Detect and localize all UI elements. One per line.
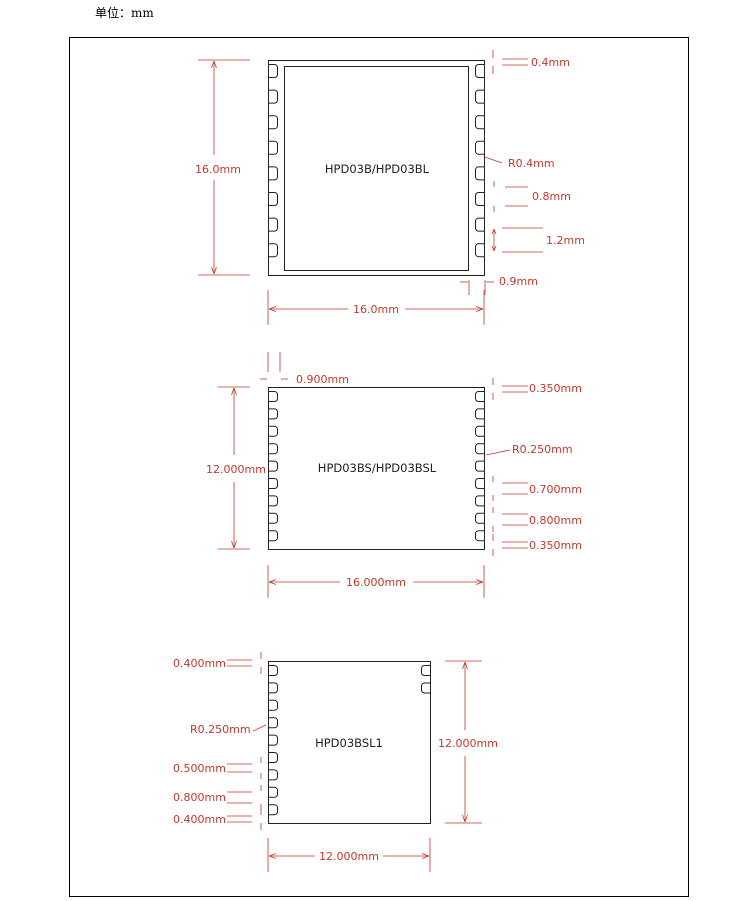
module-2-pad-length-label: 0.700mm (529, 483, 582, 496)
module-3-pad-length-label: 0.500mm (173, 762, 226, 775)
pad (268, 391, 278, 402)
pad (268, 804, 278, 816)
pad (475, 425, 485, 437)
pad (475, 495, 485, 507)
pad (475, 478, 485, 489)
module-2-pads (268, 391, 485, 542)
pad (475, 512, 485, 524)
pad (268, 243, 278, 258)
module-2-outline (268, 387, 485, 550)
pad (268, 665, 278, 676)
pad (268, 140, 278, 155)
pad (475, 530, 485, 542)
module-3-top-offset-label: 0.400mm (173, 657, 226, 670)
pad (268, 192, 278, 206)
module-1-footprint (268, 60, 485, 276)
module-2-radius-label: R0.250mm (512, 443, 573, 456)
module-1-dimensions (198, 50, 543, 325)
pad (475, 391, 485, 402)
module-1-pitch-label: 1.2mm (546, 234, 585, 247)
pad (268, 217, 278, 232)
pad (268, 115, 278, 130)
module-1-height-label: 16.0mm (195, 163, 241, 176)
module-1-radius-label: R0.4mm (508, 157, 555, 170)
module-2-bottom-offset-label: 0.350mm (529, 539, 582, 552)
pad (421, 665, 431, 676)
module-3-pitch-label: 0.800mm (173, 791, 226, 804)
pad (268, 478, 278, 489)
pad (475, 217, 485, 232)
pad (268, 89, 278, 104)
pad (268, 443, 278, 455)
module-1-shield (284, 66, 469, 271)
unit-label: 单位：mm (95, 6, 154, 20)
module-1-pads (268, 64, 485, 258)
pad (268, 717, 278, 729)
pad (268, 64, 278, 78)
module-3-bottom-offset-label: 0.400mm (173, 813, 226, 826)
pad (268, 530, 278, 542)
pad (268, 460, 278, 472)
pad (475, 166, 485, 181)
module-1-outline (268, 60, 485, 276)
pad (475, 89, 485, 104)
module-3-name: HPD03BSL1 (315, 736, 383, 750)
module-2-height-label: 12.000mm (206, 463, 266, 476)
pad (421, 682, 431, 694)
module-2-dimensions (218, 352, 528, 598)
module-3-footprint (268, 661, 431, 824)
pad (268, 425, 278, 437)
pad (475, 192, 485, 206)
pad (475, 243, 485, 258)
module-3-radius-label: R0.250mm (190, 723, 251, 736)
module-3-outline (268, 661, 431, 824)
pad (268, 769, 278, 781)
pad (268, 495, 278, 507)
pad (268, 699, 278, 711)
module-3-width-label: 12.000mm (319, 850, 379, 863)
pad (268, 166, 278, 181)
module-2-name: HPD03BS/HPD03BSL (318, 461, 437, 475)
pad (475, 140, 485, 155)
pad (268, 734, 278, 746)
pad (475, 408, 485, 420)
pad (268, 512, 278, 524)
module-1-edge-label: 0.9mm (499, 275, 538, 288)
module-2-edge-label: 0.900mm (296, 373, 349, 386)
pad (268, 682, 278, 694)
pad (475, 115, 485, 130)
module-1-name: HPD03B/HPD03BL (325, 162, 430, 176)
module-2-top-offset-label: 0.350mm (529, 382, 582, 395)
module-3-height-label: 12.000mm (438, 737, 498, 750)
module-3-pads (268, 665, 431, 816)
pad (475, 460, 485, 472)
module-2-width-label: 16.000mm (346, 576, 406, 589)
module-1-width-label: 16.0mm (353, 303, 399, 316)
module-3-dimensions (227, 652, 482, 872)
pad (475, 443, 485, 455)
pad (268, 786, 278, 798)
module-2-footprint (268, 387, 485, 550)
module-2-pitch-label: 0.800mm (529, 514, 582, 527)
pad (268, 408, 278, 420)
module-1-pad-length-label: 0.8mm (532, 190, 571, 203)
drawing-frame (69, 37, 689, 897)
pad (268, 752, 278, 763)
pad (475, 64, 485, 78)
module-1-pad-width-label: 0.4mm (531, 56, 570, 69)
